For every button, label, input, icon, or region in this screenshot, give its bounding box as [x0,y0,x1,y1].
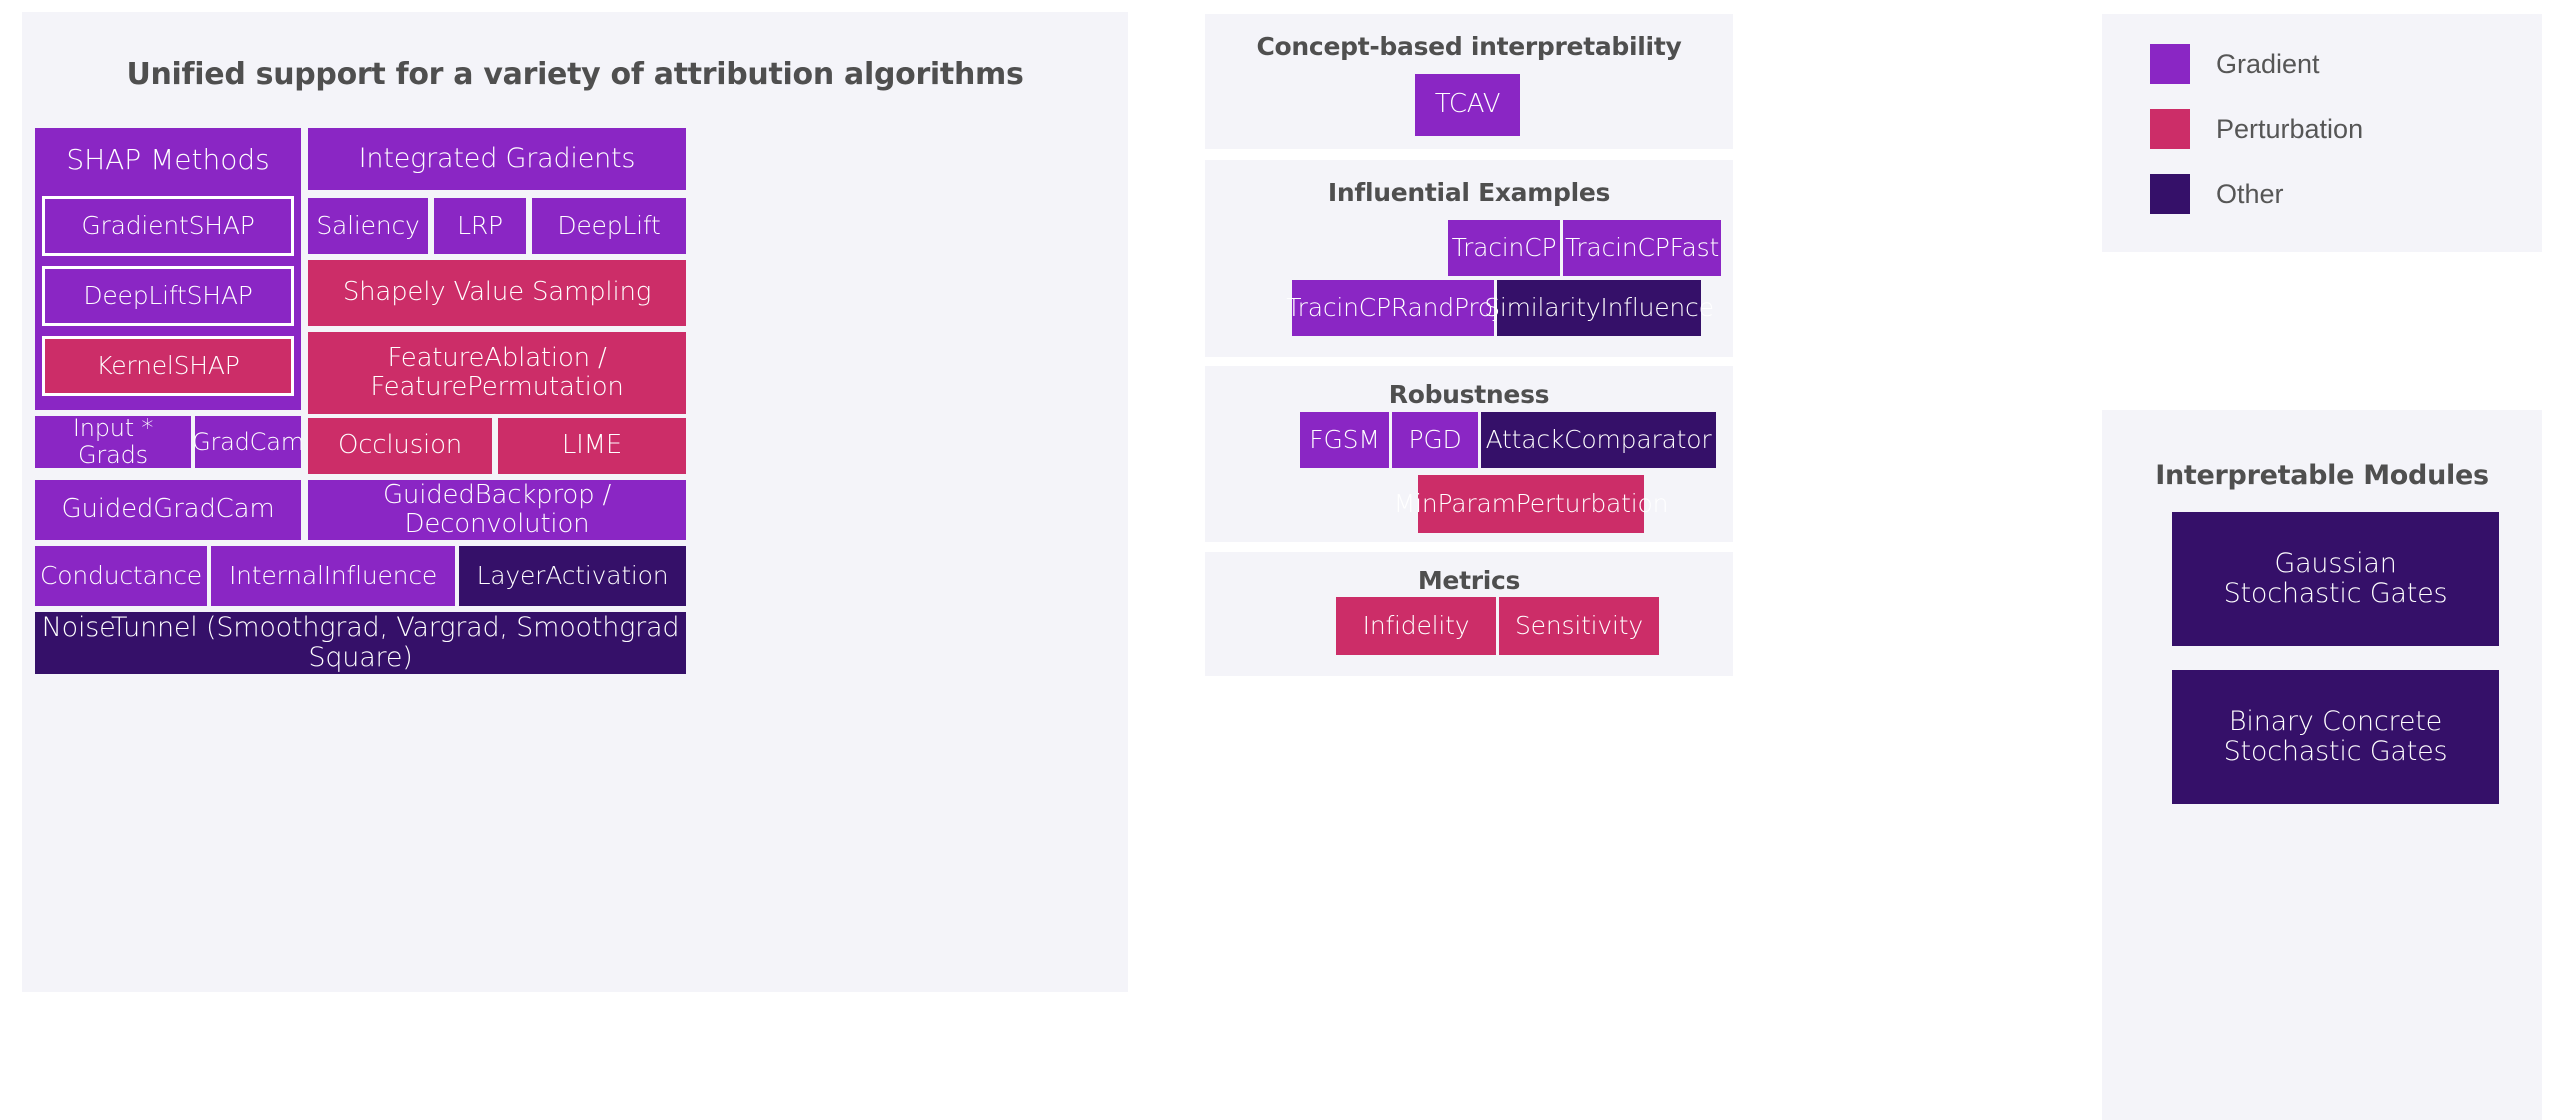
block-shapely-value-sampling[interactable]: Shapely Value Sampling [308,260,686,326]
block-attackcomparator[interactable]: AttackComparator [1481,412,1716,468]
legend-item-perturbation: Perturbation [2150,109,2363,149]
attribution-algorithms-title: Unified support for a variety of attribu… [126,57,1024,92]
block-similarityinfluence[interactable]: SimilarityInfluence [1484,280,1714,336]
block-integrated-gradients[interactable]: Integrated Gradients [308,128,686,190]
legend-label-other: Other [2216,178,2284,209]
block-guidedgradcam[interactable]: GuidedGradCam [35,480,301,540]
metrics-title: Metrics [1417,566,1521,595]
block-tcav[interactable]: TCAV [1415,74,1520,136]
block-layeractivation[interactable]: LayerActivation [459,546,686,606]
block-occlusion[interactable]: Occlusion [308,418,492,474]
block-sensitivity[interactable]: Sensitivity [1499,597,1659,655]
block-gaussian-stochastic-gates[interactable]: Gaussian Stochastic Gates [2172,512,2499,646]
block-infidelity[interactable]: Infidelity [1336,597,1496,655]
block-minparamperturbation[interactable]: MinParamPerturbation [1394,475,1668,533]
shap-methods-header: SHAP Methods [66,142,270,176]
legend-swatch-perturbation [2150,109,2190,149]
legend-label-gradient: Gradient [2216,48,2320,79]
concept-based-interpretability-title: Concept-based interpretability [1256,32,1682,61]
legend-swatch-other [2150,174,2190,214]
block-noisetunnel[interactable]: NoiseTunnel (Smoothgrad, Vargrad, Smooth… [35,612,686,674]
block-input-times-grads[interactable]: Input * Grads [35,415,191,468]
interpretable-modules-title: Interpretable Modules [2155,460,2489,491]
block-tracincp[interactable]: TracinCP [1448,220,1560,276]
legend-panel: Gradient Perturbation Other [2102,14,2542,252]
block-gradcam[interactable]: GradCam [192,416,304,468]
block-guidedbackprop-deconvolution[interactable]: GuidedBackprop / Deconvolution [308,480,686,540]
block-conductance[interactable]: Conductance [35,546,207,606]
block-lrp[interactable]: LRP [434,198,526,254]
block-featureablation-featurepermutation[interactable]: FeatureAblation / FeaturePermutation [308,332,686,414]
legend-swatch-gradient [2150,44,2190,84]
legend-label-perturbation: Perturbation [2216,113,2364,144]
block-lime[interactable]: LIME [498,418,686,474]
block-deepliftshap[interactable]: DeepLiftSHAP [42,266,294,326]
robustness-title: Robustness [1388,380,1550,409]
block-gradientshap[interactable]: GradientSHAP [42,196,294,256]
block-kernelshap[interactable]: KernelSHAP [42,336,294,396]
block-tracincpfast[interactable]: TracinCPFast [1563,220,1721,276]
block-pgd[interactable]: PGD [1392,412,1478,468]
legend-item-other: Other [2150,174,2284,214]
block-fgsm[interactable]: FGSM [1300,412,1389,468]
block-tracincprandproj[interactable]: TracinCPRandProj [1286,280,1500,336]
block-internalinfluence[interactable]: InternalInfluence [211,546,455,606]
influential-examples-title: Influential Examples [1327,178,1611,207]
block-binary-concrete-stochastic-gates[interactable]: Binary Concrete Stochastic Gates [2172,670,2499,804]
block-deeplift[interactable]: DeepLift [532,198,686,254]
block-saliency[interactable]: Saliency [308,198,428,254]
legend-item-gradient: Gradient [2150,44,2320,84]
